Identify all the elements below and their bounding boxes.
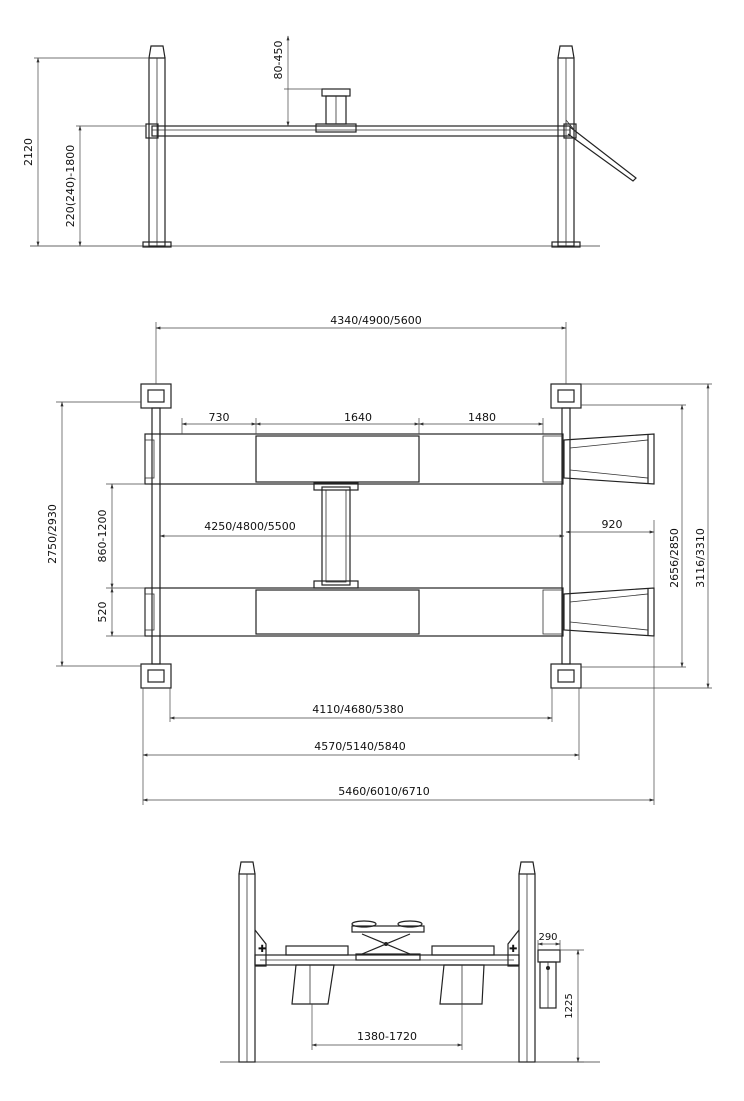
dim-lift-height: 220(240)-1800 — [64, 145, 77, 228]
side-right-column — [551, 45, 581, 248]
dim-column-spacing: 4340/4900/5600 — [330, 314, 421, 327]
dim-inner-gap: 860-1200 — [96, 510, 109, 563]
front-left-column: ✚ — [238, 861, 267, 1063]
dim-overall-width: 2750/2930 — [46, 504, 59, 564]
front-view: ✚ ✚ — [220, 861, 600, 1063]
front-runway-right — [431, 945, 495, 1005]
front-runway-left — [285, 945, 349, 1005]
dim-overall-height: 2120 — [22, 138, 35, 166]
dim-width-inner-right: 2656/2850 — [668, 528, 681, 588]
side-ramp — [565, 119, 637, 182]
dim-jack-stroke: 80-450 — [272, 41, 285, 80]
top-view: 4340/4900/5600 730 1640 1480 4250/4800/5… — [46, 314, 712, 805]
side-rolling-jack — [315, 88, 357, 133]
top-ramps — [563, 433, 655, 637]
side-left-column — [142, 45, 172, 248]
front-right-column: ✚ — [507, 861, 536, 1063]
dim-pump-width: 290 — [538, 932, 557, 943]
side-view: 2120 220(240)-1800 80-450 — [22, 35, 637, 248]
dim-pump-height: 1225 — [564, 993, 575, 1018]
top-rolling-jack — [313, 482, 359, 589]
side-runway — [145, 123, 577, 139]
dim-runway-length: 4250/4800/5500 — [204, 520, 295, 533]
dim-base-outer: 4570/5140/5840 — [314, 740, 405, 753]
dim-ramp-length: 920 — [602, 518, 623, 531]
dim-seg-left: 730 — [209, 411, 230, 424]
front-pump-unit — [537, 949, 561, 1009]
dim-base-inner: 4110/4680/5380 — [312, 703, 403, 716]
top-runway-upper — [144, 433, 564, 485]
right-bolt-icon: ✚ — [509, 944, 517, 955]
dim-overall-length: 5460/6010/6710 — [338, 785, 429, 798]
front-rolling-jack — [351, 920, 425, 961]
dim-width-outer-right: 3116/3310 — [694, 528, 707, 588]
dim-runway-width: 520 — [96, 602, 109, 623]
dim-jack-span: 1380-1720 — [357, 1030, 417, 1043]
dim-seg-right: 1480 — [468, 411, 496, 424]
left-bolt-icon: ✚ — [258, 944, 266, 955]
dim-seg-mid: 1640 — [344, 411, 372, 424]
top-runway-lower — [144, 587, 564, 637]
